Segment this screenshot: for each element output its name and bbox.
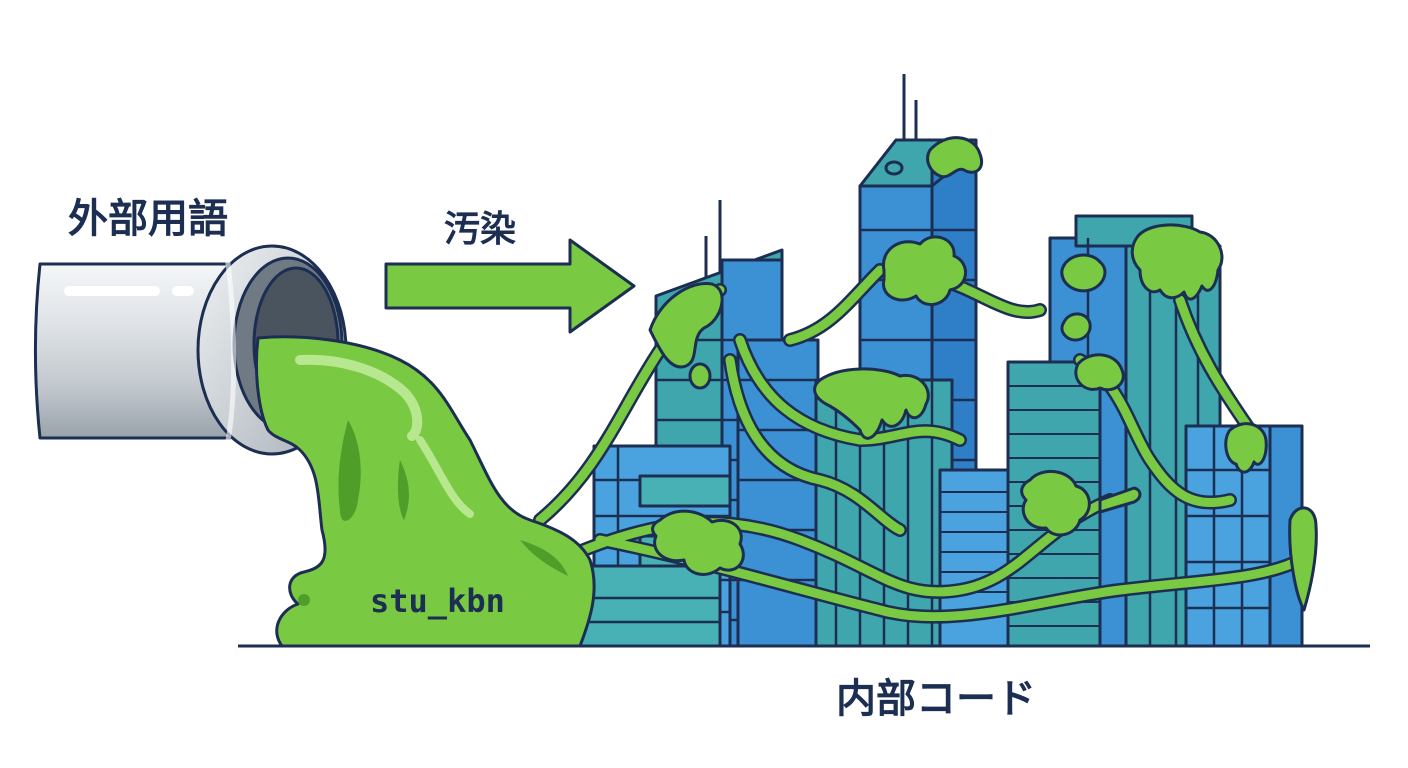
- slime-blobs: [648, 136, 1318, 612]
- green-slime-icon: [255, 335, 596, 648]
- pollution-label: 汚染: [444, 209, 517, 250]
- building-far-right: [1184, 424, 1304, 648]
- internal-code-label: 内部コード: [836, 676, 1036, 722]
- building-middle: [736, 338, 820, 648]
- variable-name-label: stu_kbn: [370, 582, 505, 620]
- right-arrow-icon: [384, 238, 636, 334]
- external-term-label: 外部用語: [68, 196, 228, 242]
